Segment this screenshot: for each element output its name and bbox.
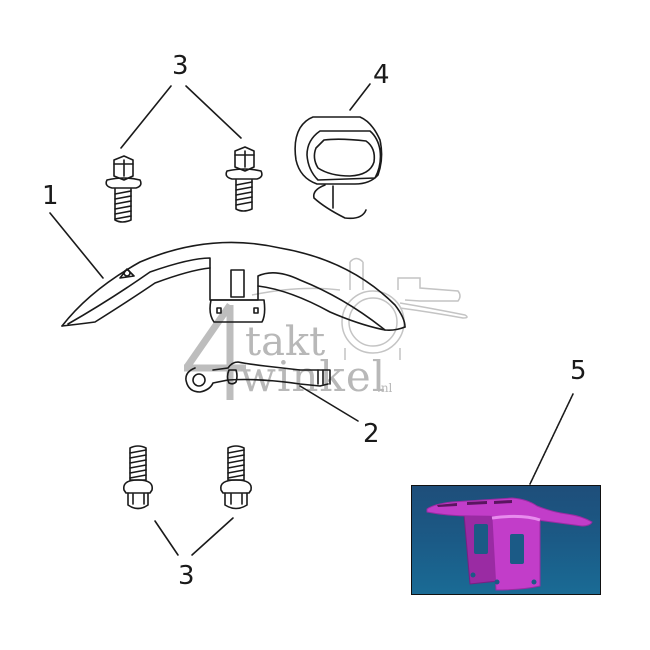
leader-3b-right (191, 517, 234, 556)
callout-2: 2 (363, 419, 380, 449)
bolt-icon (225, 146, 263, 212)
watermark-motorcycle-icon (251, 257, 468, 360)
callout-3-upper: 3 (172, 51, 189, 81)
leader-3a-left (120, 85, 172, 149)
bolt-icon (122, 445, 154, 510)
callout-5: 5 (570, 356, 587, 386)
leader-3a-right (185, 85, 242, 139)
bolt-icon (105, 155, 142, 223)
watermark-winkel: winkel (240, 352, 387, 401)
callout-3-lower: 3 (178, 561, 195, 591)
callout-1: 1 (42, 181, 59, 211)
bolt-icon (219, 445, 253, 510)
watermark-suffix: .nl (377, 381, 393, 395)
leader-3b-left (154, 520, 179, 556)
watermark-takt: takt (245, 319, 326, 365)
bracket-render-photo (411, 485, 601, 595)
leader-2 (299, 385, 359, 422)
leader-1 (49, 212, 104, 279)
grommet-icon (294, 116, 383, 220)
mounting-bracket-icon (426, 497, 593, 591)
leader-5 (529, 393, 574, 485)
leader-4 (349, 83, 371, 111)
front-fender-icon (61, 241, 406, 331)
fender-stay-icon (185, 361, 331, 393)
callout-4: 4 (373, 60, 390, 90)
